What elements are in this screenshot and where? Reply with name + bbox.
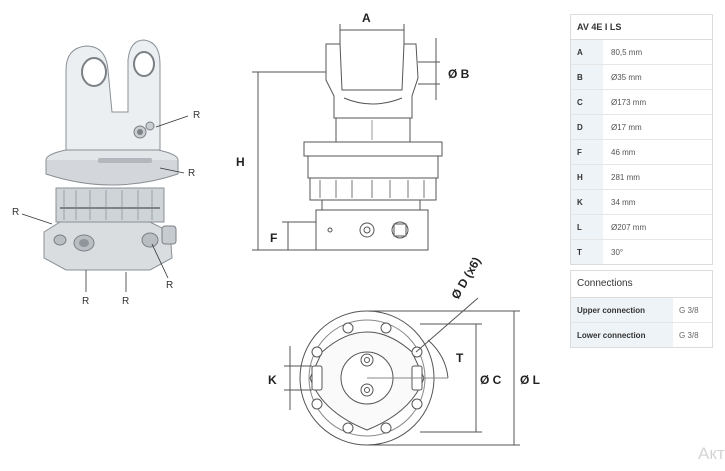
spec-row-a: A 80,5 mm [571,40,712,65]
spec-value: Ø35 mm [611,72,642,82]
spec-value: 34 mm [611,197,636,207]
spec-key: T [571,240,603,264]
spec-key: B [571,65,603,89]
spec-row-c: C Ø173 mm [571,90,712,115]
spec-row-l: L Ø207 mm [571,215,712,240]
spec-key: K [571,190,603,214]
spec-row-k: K 34 mm [571,190,712,215]
spec-key: H [571,165,603,189]
connection-key: Upper connection [571,298,673,322]
spec-key: C [571,90,603,114]
spec-value: 281 mm [611,172,640,182]
side-elevation-view [252,24,443,251]
connection-key: Lower connection [571,323,673,347]
dim-label-h: H [236,155,245,169]
label-r-6: R [166,280,173,291]
spec-value: 46 mm [611,147,636,157]
spec-key: L [571,215,603,239]
spec-row-t: T 30° [571,240,712,264]
connection-row-lower: Lower connection G 3/8 [571,323,712,347]
spec-row-h: H 281 mm [571,165,712,190]
spec-value: Ø173 mm [611,97,647,107]
spec-row-f: F 46 mm [571,140,712,165]
spec-value: 80,5 mm [611,47,643,57]
plan-view [284,297,520,446]
connection-value: G 3/8 [679,305,699,315]
spec-table: AV 4E I LS A 80,5 mm B Ø35 mm C Ø173 mm … [570,14,713,265]
spec-key: F [571,140,603,164]
dim-label-b: Ø B [448,67,470,81]
label-r-2: R [188,168,195,179]
label-r-5: R [122,296,129,307]
activation-watermark: Акт [698,444,725,463]
spec-value: Ø207 mm [611,222,647,232]
technical-drawing: R R R R R R [12,11,540,446]
spec-key: A [571,40,603,64]
label-r-3: R [12,207,19,218]
connections-title: Connections [571,271,712,298]
label-r-4: R [82,296,89,307]
spec-value: Ø17 mm [611,122,642,132]
spec-key: D [571,115,603,139]
spec-row-d: D Ø17 mm [571,115,712,140]
rotator-3d-render: R R R R R R [12,39,200,307]
label-r-1: R [193,110,200,121]
dim-label-a: A [362,11,371,25]
spec-value: 30° [611,247,624,257]
connection-value: G 3/8 [679,330,699,340]
dim-label-l: Ø L [520,373,540,387]
connection-row-upper: Upper connection G 3/8 [571,298,712,323]
connections-table: Connections Upper connection G 3/8 Lower… [570,270,713,348]
dim-label-f: F [270,231,277,245]
dim-label-t: T [456,351,464,365]
spec-table-title: AV 4E I LS [571,15,712,40]
dim-label-k: K [268,373,277,387]
dim-label-d: Ø D (x6) [448,255,483,302]
dim-label-c: Ø C [480,373,502,387]
spec-row-b: B Ø35 mm [571,65,712,90]
